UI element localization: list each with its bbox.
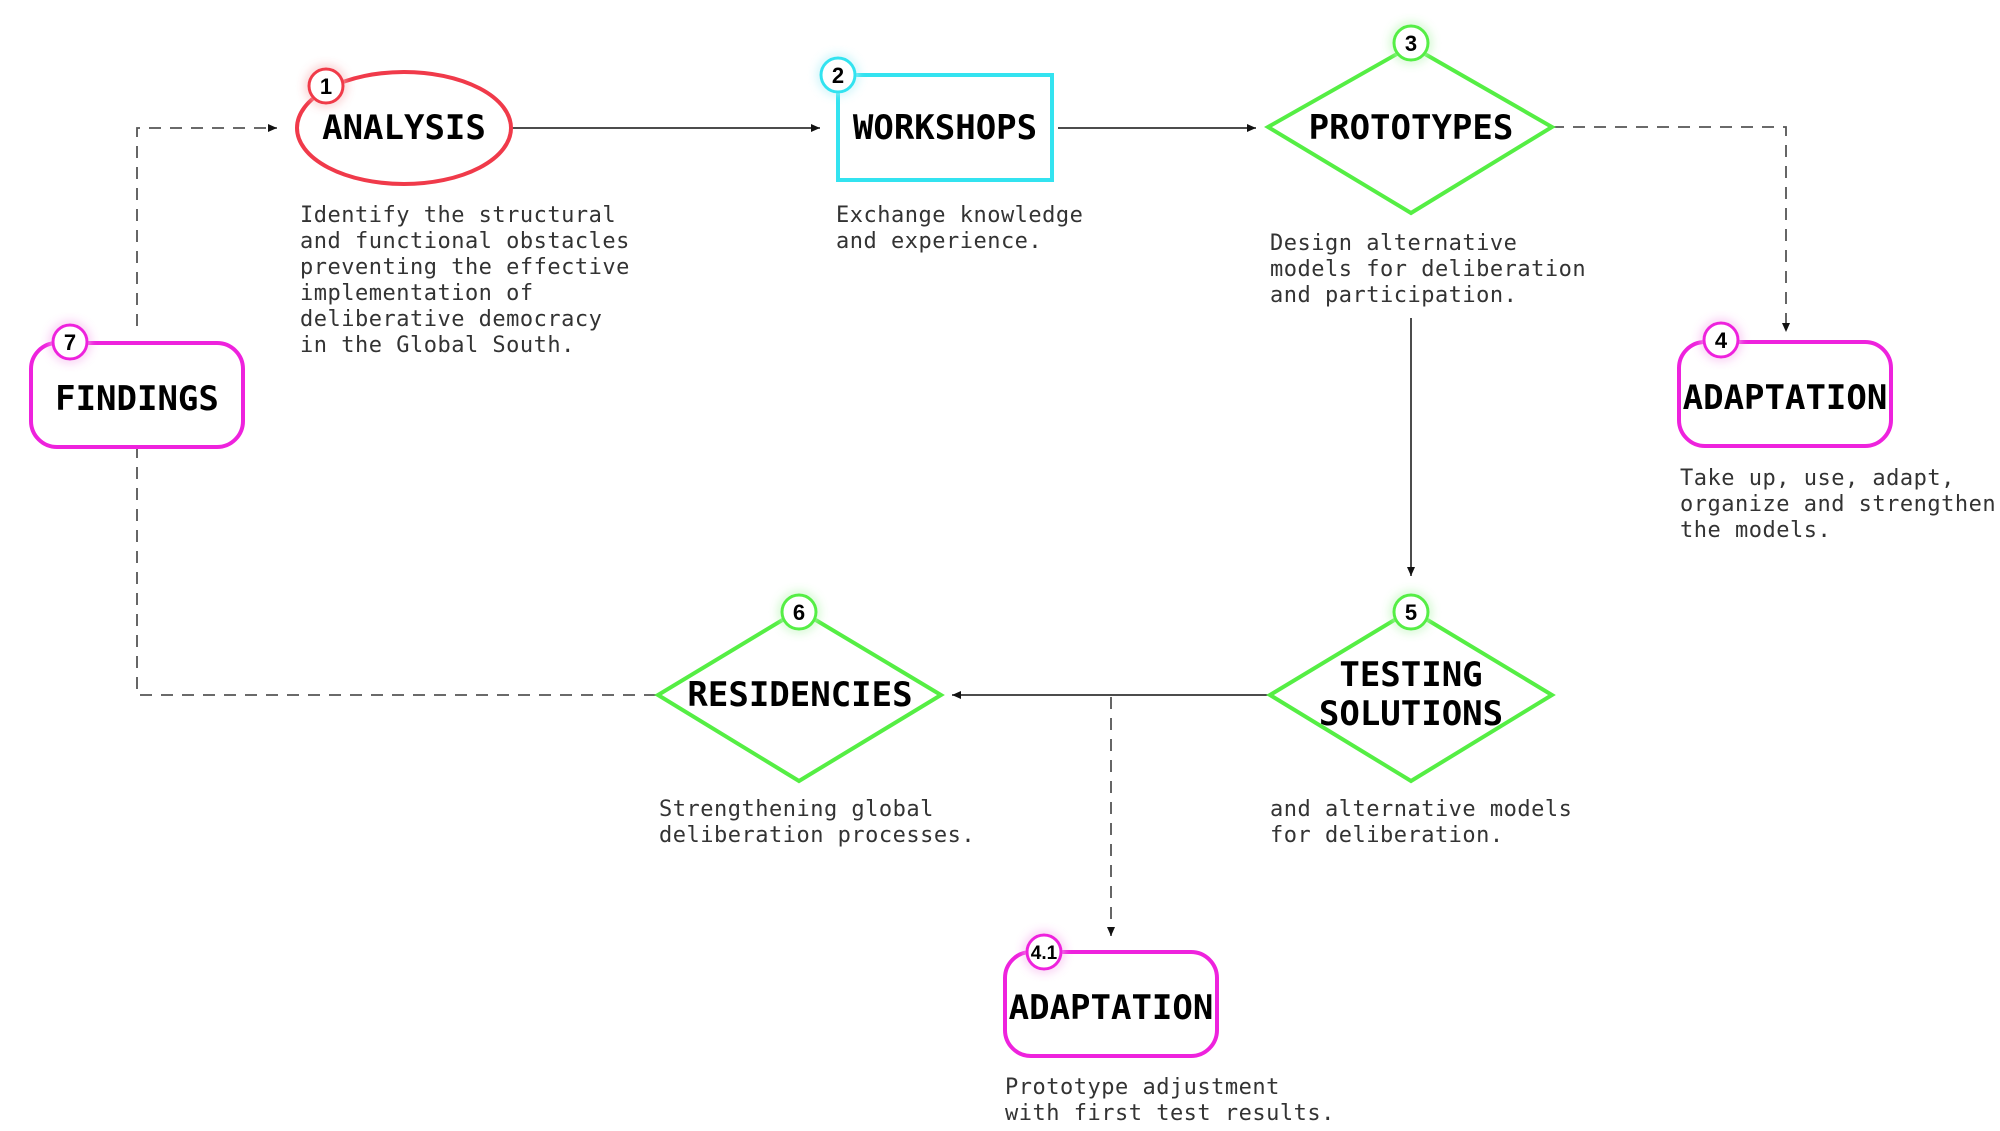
prototypes-description: Design alternative models for deliberati… (1270, 231, 1600, 308)
dashed-arrow-prototypes-to-adaptation (1552, 126, 1790, 332)
adaptation-4-1-label: ADAPTATION (1009, 988, 1214, 1028)
workshops-box (836, 73, 1054, 182)
badge-1: 1 (307, 67, 345, 105)
dashed-line-residencies-to-findings (136, 448, 656, 696)
analysis-description: Identify the structural and functional o… (300, 203, 644, 358)
badge-1-circle (307, 67, 345, 105)
node-adaptation-4: ADAPTATION (1677, 340, 1893, 448)
findings-label: FINDINGS (55, 379, 219, 419)
dashed-arrow-findings-to-analysis (136, 124, 277, 326)
node-prototypes: PROTOTYPES (1264, 43, 1556, 216)
badge-4: 4 (1702, 321, 1740, 359)
node-workshops: WORKSHOPS (836, 73, 1054, 182)
badge-5-number: 5 (1405, 600, 1417, 625)
node-testing-solutions: TESTING SOLUTIONS (1266, 607, 1556, 784)
prototypes-label: PROTOTYPES (1309, 108, 1514, 148)
analysis-ellipse (295, 70, 513, 186)
badge-2-number: 2 (832, 63, 844, 88)
badge-3-number: 3 (1405, 31, 1417, 56)
badge-6-circle (780, 593, 818, 631)
testing-label-line2: SOLUTIONS (1319, 694, 1503, 734)
workshops-description: Exchange knowledge and experience. (836, 203, 1097, 254)
badge-7: 7 (51, 323, 89, 361)
testing-label-line1: TESTING (1339, 655, 1482, 695)
node-adaptation-4-1: ADAPTATION (1003, 950, 1219, 1058)
prototypes-diamond (1264, 43, 1556, 216)
badge-4-circle (1702, 321, 1740, 359)
findings-box (29, 341, 245, 449)
badge-3: 3 (1392, 24, 1430, 62)
node-findings: FINDINGS (29, 341, 245, 449)
badge-6-number: 6 (793, 600, 805, 625)
workshops-label: WORKSHOPS (853, 108, 1037, 148)
adaptation-4-label: ADAPTATION (1683, 378, 1888, 418)
adaptation-4-box (1677, 340, 1893, 448)
badge-3-circle (1392, 24, 1430, 62)
badge-4-1: 4.1 (1025, 933, 1063, 971)
residencies-diamond (654, 607, 945, 784)
badge-7-number: 7 (64, 330, 76, 355)
badge-4-1-number: 4.1 (1031, 943, 1058, 964)
badge-7-circle (51, 323, 89, 361)
node-residencies: RESIDENCIES (654, 607, 945, 784)
node-analysis: ANALYSIS (295, 70, 513, 186)
badge-4-number: 4 (1715, 328, 1728, 353)
badge-6: 6 (780, 593, 818, 631)
analysis-label: ANALYSIS (322, 108, 486, 148)
adaptation-4-description: Take up, use, adapt, organize and streng… (1680, 466, 2000, 543)
badge-2: 2 (819, 56, 857, 94)
residencies-description: Strengthening global deliberation proces… (659, 797, 975, 848)
residencies-label: RESIDENCIES (687, 675, 912, 715)
testing-diamond (1266, 607, 1556, 784)
badge-5: 5 (1392, 593, 1430, 631)
badge-5-circle (1392, 593, 1430, 631)
badge-2-circle (819, 56, 857, 94)
badge-4-1-circle (1025, 933, 1063, 971)
adaptation-4-1-box (1003, 950, 1219, 1058)
adaptation-4-1-description: Prototype adjustment with first test res… (1005, 1075, 1335, 1126)
badge-1-number: 1 (320, 74, 332, 99)
connectors (136, 124, 1790, 936)
testing-description: and alternative models for deliberation. (1270, 797, 1586, 848)
